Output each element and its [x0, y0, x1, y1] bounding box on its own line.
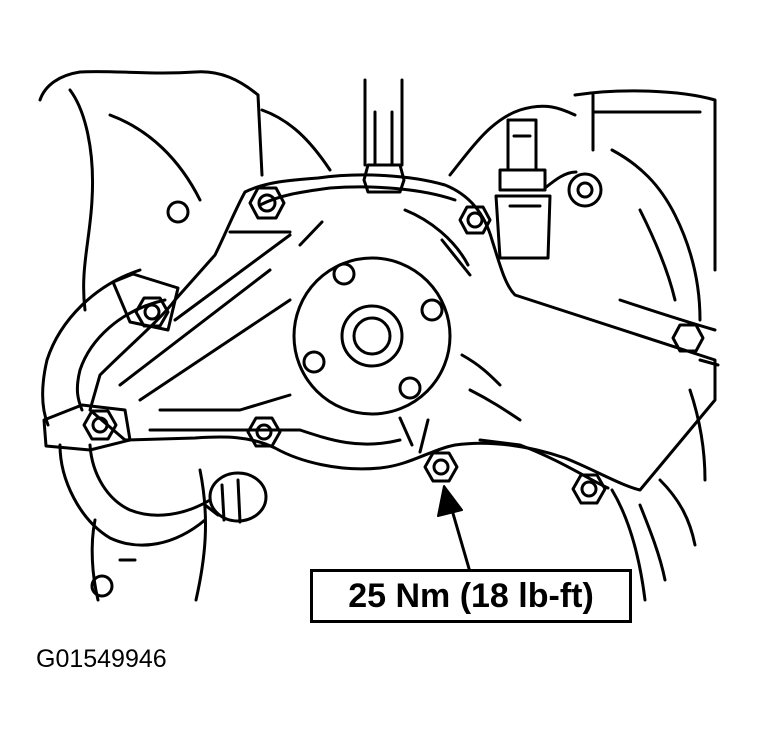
pulley-hub	[292, 256, 452, 416]
hose-connector	[203, 471, 268, 524]
engine-block-outline	[38, 70, 720, 602]
upper-stud	[362, 78, 406, 194]
bypass-hose	[41, 268, 212, 547]
bolt-callout	[423, 451, 459, 483]
temperature-sensor	[494, 118, 603, 260]
bolt	[246, 416, 282, 448]
callout-arrow	[437, 485, 472, 574]
bolt	[248, 186, 286, 220]
plug-circle	[90, 574, 114, 598]
bolt	[82, 409, 118, 441]
bolt	[458, 205, 492, 235]
figure-id: G01549946	[36, 645, 167, 673]
bolt	[571, 473, 607, 505]
bolt	[671, 323, 705, 353]
bolt	[134, 296, 170, 328]
dowel-circle	[166, 200, 190, 224]
torque-spec-label: 25 Nm (18 lb-ft)	[310, 569, 632, 623]
mounting-bolts	[82, 186, 705, 505]
